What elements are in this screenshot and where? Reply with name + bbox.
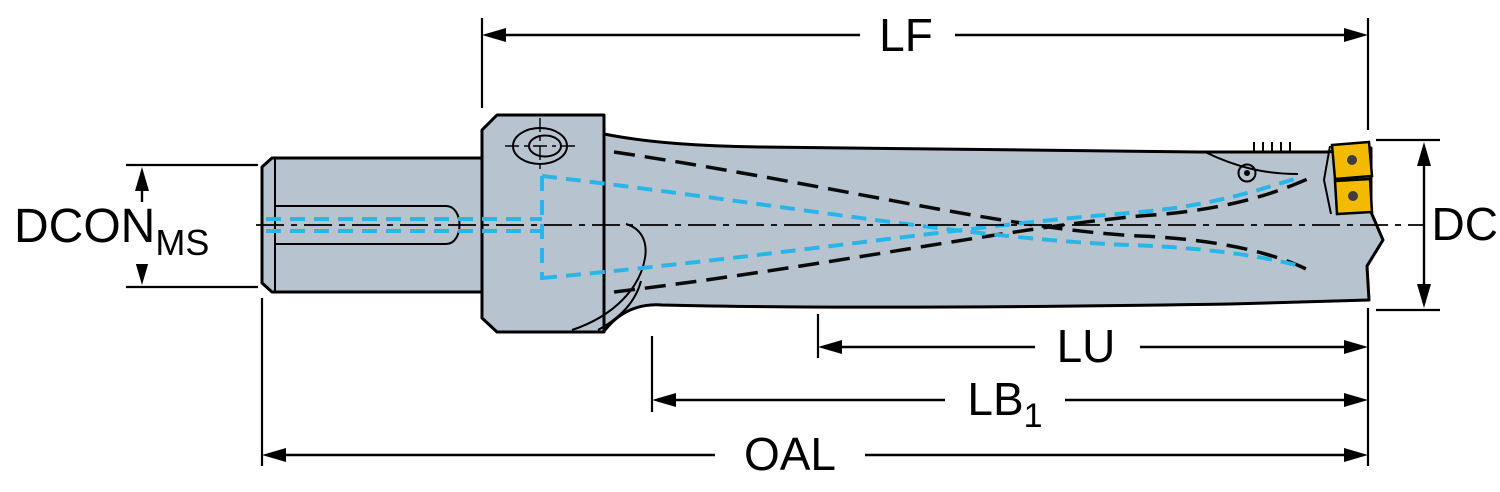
label-oal: OAL: [744, 428, 836, 480]
lb1-arrow-left: [652, 393, 676, 407]
drill-tool: [260, 113, 1385, 334]
oal-arrow-left: [262, 448, 286, 462]
dimension-dc: DC: [1376, 138, 1498, 312]
oal-arrow-right: [1344, 448, 1368, 462]
coolant-helix-lower: [541, 176, 1299, 280]
clamp-screw-dot: [1244, 170, 1250, 176]
lb1-arrow-right: [1344, 393, 1368, 407]
flute-helix-upper: [613, 150, 1313, 274]
drill-flange: [480, 113, 606, 334]
dimension-lu: LU: [816, 308, 1370, 466]
clamp-screw-outer: [1237, 163, 1257, 183]
dimension-lf: LF: [480, 9, 1370, 130]
label-lf: LF: [879, 9, 933, 61]
label-lu: LU: [1057, 320, 1116, 372]
flute-helix-lower: [613, 176, 1311, 294]
insert-top-screw: [1347, 155, 1357, 165]
lu-arrow-right: [1344, 340, 1368, 354]
flute-helix-lines: [613, 150, 1313, 294]
insert-pocket-edge: [1322, 145, 1332, 215]
flute-runout-curve: [571, 223, 647, 331]
head-pocket-line: [1204, 151, 1299, 175]
cutting-inserts: [1330, 140, 1374, 216]
lf-arrow-left: [482, 28, 506, 42]
dc-arrow-down: [1417, 284, 1431, 308]
coolant-channel-lines: [266, 174, 1301, 280]
dcon-label-mask: [10, 202, 218, 264]
dcon-arrow-up: [135, 167, 149, 191]
dcon-arrow-down: [135, 261, 149, 285]
lu-arrow-left: [818, 340, 842, 354]
depth-scale-ticks: [1253, 142, 1291, 153]
label-dc: DC: [1432, 198, 1498, 250]
dimension-oal: OAL: [260, 298, 1368, 480]
drill-body: [602, 132, 1385, 332]
dc-arrow-up: [1417, 142, 1431, 166]
label-dcon: DCONMS: [14, 200, 209, 263]
label-lb1: LB1: [967, 373, 1042, 435]
dimension-lb1: LB1: [650, 336, 1368, 435]
dimension-dcon: DCONMS: [10, 163, 258, 289]
coolant-helix-upper: [541, 174, 1301, 268]
lf-arrow-right: [1344, 28, 1368, 42]
insert-bottom-screw: [1348, 191, 1358, 201]
flute-runout-inner-curve: [597, 280, 642, 331]
